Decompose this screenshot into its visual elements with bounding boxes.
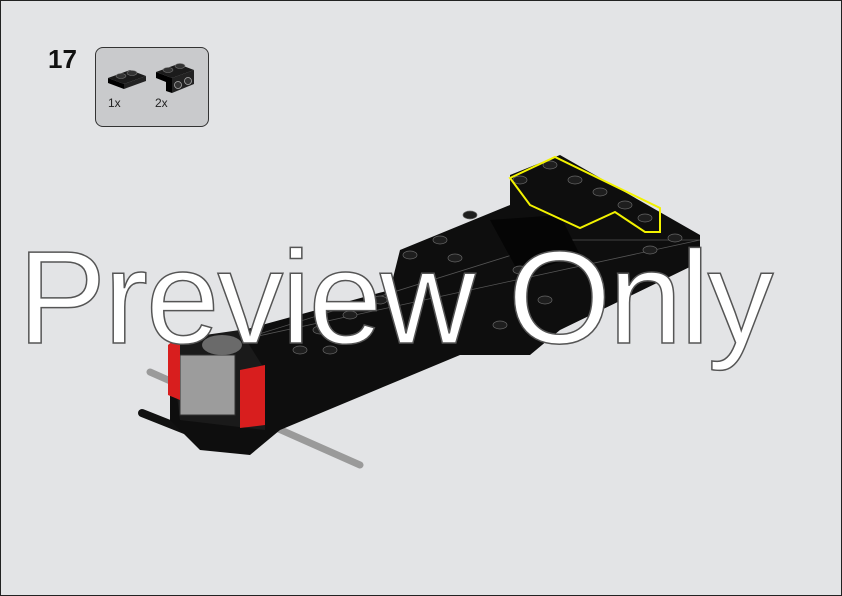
bracket-icon <box>156 63 194 93</box>
part-quantity: 2x <box>155 96 168 110</box>
studs <box>292 160 683 355</box>
parts-illustration <box>108 63 194 93</box>
preview-watermark: Preview Only <box>17 223 774 372</box>
parts-callout: 1x 2x <box>95 47 209 127</box>
plate-1x2-icon <box>108 70 146 89</box>
step-number: 17 <box>48 44 77 74</box>
chassis <box>170 155 701 455</box>
part-quantity: 1x <box>108 96 121 110</box>
highlighted-new-parts <box>508 155 661 233</box>
engine-block <box>168 330 265 430</box>
